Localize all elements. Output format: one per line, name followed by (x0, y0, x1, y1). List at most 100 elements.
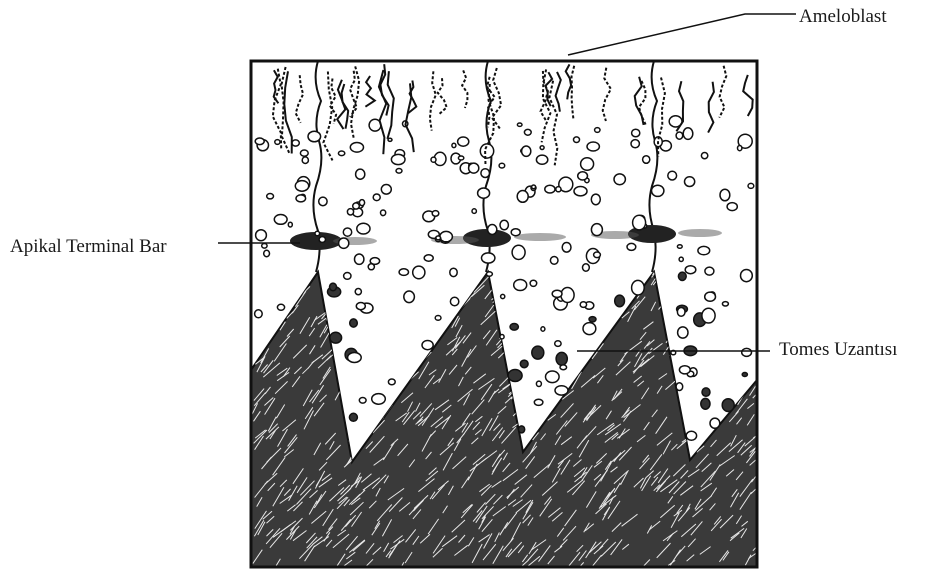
organelle-vesicle (722, 399, 734, 412)
organelle-vesicle (308, 131, 321, 142)
organelle-vesicle (683, 128, 693, 140)
organelle-vesicle (450, 297, 458, 305)
mitochondrion-strand (438, 78, 447, 115)
enamel-rod-stroke (697, 365, 704, 371)
organelle-vesicle (633, 215, 646, 230)
organelle-vesicle (532, 346, 544, 359)
enamel-rod-stroke (722, 373, 731, 384)
enamel-rod-stroke (548, 271, 560, 281)
enamel-rod-stroke (336, 273, 340, 281)
enamel-rod-stroke (385, 325, 394, 341)
mitochondrion-strand (365, 76, 374, 107)
enamel-rod-stroke (399, 299, 404, 307)
organelle-vesicle (561, 288, 574, 303)
organelle-vesicle (562, 243, 571, 253)
enamel-rod-stroke (613, 290, 620, 295)
enamel-rod-stroke (560, 377, 565, 385)
enamel-rod-stroke (739, 335, 754, 348)
enamel-rod-stroke (398, 284, 404, 290)
organelle-vesicle (359, 200, 364, 206)
enamel-rod-stroke (370, 333, 378, 344)
enamel-rod-stroke (258, 270, 269, 279)
enamel-rod-stroke (522, 324, 534, 335)
organelle-vesicle (508, 370, 522, 382)
organelle-vesicle (277, 304, 284, 310)
enamel-rod-stroke (406, 356, 413, 364)
organelle-vesicle (349, 413, 357, 421)
organelle-vesicle (295, 181, 308, 192)
enamel-rod-stroke (590, 283, 604, 293)
enamel-rod-stroke (699, 346, 707, 360)
enamel-rod-stroke (377, 407, 382, 415)
organelle-vesicle (432, 211, 439, 217)
mitochondrion-strand (541, 71, 548, 122)
enamel-rod-stroke (258, 336, 264, 344)
organelle-vesicle (480, 144, 493, 158)
organelle-vesicle (536, 381, 541, 386)
mitochondrion-strand (274, 70, 279, 103)
enamel-rod-stroke (319, 262, 334, 273)
enamel-rod-stroke (714, 278, 730, 290)
enamel-rod-stroke (281, 273, 291, 284)
organelle-vesicle (591, 194, 600, 205)
enamel-rod-stroke (638, 268, 647, 278)
organelle-vesicle (686, 431, 696, 440)
enamel-rod-stroke (255, 321, 259, 329)
enamel-rod-stroke (723, 271, 735, 283)
organelle-vesicle (344, 273, 351, 280)
enamel-rod-stroke (495, 266, 503, 273)
enamel-rod-stroke (391, 365, 398, 376)
organelle-vesicle (302, 157, 308, 164)
enamel-rod-stroke (543, 317, 557, 328)
organelle-vesicle (583, 264, 590, 272)
enamel-rod-stroke (531, 304, 535, 311)
enamel-rod-stroke (669, 323, 677, 337)
enamel-rod-stroke (357, 405, 372, 420)
organelle-vesicle (288, 222, 292, 227)
organelle-vesicle (512, 245, 525, 259)
enamel-rod-stroke (433, 281, 449, 292)
organelle-vesicle (555, 386, 568, 395)
enamel-rod-stroke (367, 353, 378, 369)
enamel-rod-stroke (443, 284, 452, 297)
organelle-vesicle (631, 140, 639, 148)
organelle-vesicle (738, 146, 742, 151)
enamel-rod-stroke (525, 432, 532, 441)
organelle-vesicle (536, 155, 547, 164)
enamel-rod-stroke (519, 338, 528, 350)
organelle-vesicle (587, 142, 599, 151)
organelle-vesicle (519, 426, 525, 433)
enamel-rod-stroke (703, 329, 713, 344)
organelle-vesicle (574, 187, 587, 196)
organelle-vesicle (678, 327, 688, 338)
enamel-rod-stroke (294, 269, 309, 282)
enamel-rod-stroke (547, 397, 555, 402)
organelle-vesicle (330, 283, 337, 291)
organelle-vesicle (701, 398, 710, 409)
enamel-rod-stroke (719, 376, 731, 391)
enamel-rod-stroke (332, 304, 339, 315)
organelle-vesicle (424, 255, 433, 261)
organelle-vesicle (676, 132, 683, 139)
enamel-rod-stroke (420, 304, 426, 313)
enamel-rod-stroke (508, 298, 518, 314)
enamel-rod-stroke (726, 311, 732, 320)
organelle-vesicle (388, 138, 392, 141)
organelle-vesicle (356, 303, 365, 310)
enamel-rod-stroke (732, 261, 739, 271)
mitochondrion-strand (379, 70, 386, 154)
enamel-rod-stroke (518, 391, 526, 397)
organelle-vesicle (701, 153, 707, 159)
organelle-vesicle (256, 230, 267, 241)
organelle-vesicle (581, 158, 594, 171)
enamel-rod-stroke (588, 267, 599, 281)
tomes-uzantisi-label: Tomes Uzantısı (779, 340, 897, 359)
enamel-rod-stroke (263, 304, 276, 316)
organelle-vesicle (552, 290, 562, 297)
organelle-vesicle (710, 418, 720, 428)
mitochondrion-strand (603, 68, 611, 121)
enamel-rod-stroke (374, 325, 381, 335)
enamel-rod-stroke (703, 346, 713, 362)
enamel-rod-stroke (531, 295, 543, 307)
organelle-vesicle (264, 250, 270, 256)
